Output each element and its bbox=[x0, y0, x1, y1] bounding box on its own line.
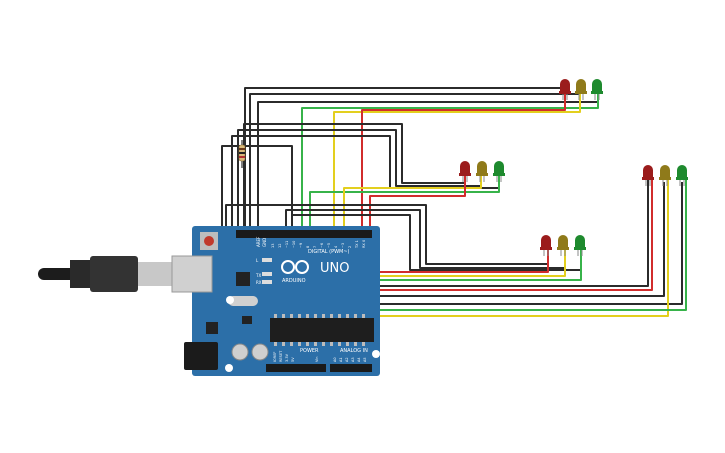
analog-header bbox=[330, 364, 372, 372]
digital-pin-label: ~10 bbox=[292, 241, 296, 248]
rx-label: RX bbox=[256, 280, 262, 285]
tx-label: TX bbox=[255, 273, 261, 278]
wire-black bbox=[243, 123, 466, 236]
led-green bbox=[493, 161, 505, 182]
wire-black bbox=[380, 180, 649, 287]
led-green bbox=[676, 165, 688, 186]
gnd-label: GND bbox=[262, 238, 267, 247]
analog-pin-label: A0 bbox=[333, 357, 337, 362]
digital-pin-label: 7 bbox=[313, 246, 317, 248]
ioref-label: IOREF bbox=[273, 352, 277, 362]
digital-pin-label: 8 bbox=[306, 246, 310, 248]
analog-pin-label: A1 bbox=[339, 357, 343, 362]
reset-button bbox=[204, 236, 214, 246]
digital-pin-label: 2 bbox=[348, 246, 352, 248]
digital-pin-label: 13 bbox=[271, 244, 275, 248]
analog-pin-label: A2 bbox=[345, 357, 349, 362]
arduino-board: UNO ARDUINO DIGITAL (PWM~) AREF GND TX R… bbox=[171, 226, 380, 376]
digital-pin-label: 12 bbox=[278, 244, 282, 248]
led-red bbox=[459, 161, 471, 182]
wire-yellow bbox=[343, 175, 482, 236]
board-brand: ARDUINO bbox=[282, 278, 306, 284]
analog-pin-label: A5 bbox=[363, 357, 367, 362]
led-red bbox=[540, 235, 552, 256]
wire-green bbox=[301, 92, 599, 236]
led-yellow bbox=[476, 161, 488, 182]
digital-label: DIGITAL (PWM~) bbox=[308, 249, 350, 255]
arduino-logo bbox=[281, 260, 309, 274]
led-yellow bbox=[557, 235, 569, 256]
analog-pin-label: A3 bbox=[351, 357, 355, 362]
led-yellow bbox=[659, 165, 671, 186]
led-red bbox=[559, 79, 571, 100]
wire-black bbox=[380, 182, 665, 297]
digital-pin-label: ~11 bbox=[285, 241, 289, 248]
microcontroller-chip bbox=[270, 318, 374, 342]
led-yellow bbox=[575, 79, 587, 100]
digital-pin-label: 4 bbox=[334, 245, 338, 248]
led-green bbox=[591, 79, 603, 100]
v5-label: 5V bbox=[291, 357, 295, 362]
analog-pin-label: A4 bbox=[357, 357, 361, 362]
digital-header bbox=[236, 230, 372, 238]
wire-yellow bbox=[333, 92, 581, 236]
led-red bbox=[642, 165, 654, 186]
wire-black bbox=[380, 182, 683, 305]
led-green bbox=[574, 235, 586, 256]
power-header bbox=[266, 364, 326, 372]
wire-red bbox=[353, 236, 549, 273]
resistor bbox=[238, 140, 246, 168]
usb-cable bbox=[38, 256, 194, 292]
digital-pin-label: ~9 bbox=[299, 243, 303, 248]
analog-label: ANALOG IN bbox=[340, 348, 368, 354]
vin-label: Vin bbox=[315, 356, 319, 362]
digital-pin-label: ~5 bbox=[327, 243, 331, 248]
reset-label: RESET bbox=[279, 350, 283, 362]
digital-pin-label: ~3 bbox=[341, 243, 345, 248]
leds bbox=[459, 79, 688, 256]
digital-pin-label: TX 1 bbox=[355, 240, 359, 249]
aref-label: AREF bbox=[256, 236, 261, 247]
digital-pin-label: RX 0 bbox=[362, 240, 366, 248]
l-label: L bbox=[256, 258, 259, 263]
wire-red bbox=[361, 92, 566, 236]
power-label: POWER bbox=[300, 348, 319, 354]
digital-pin-label: ~6 bbox=[320, 243, 324, 248]
v33-label: 3.3V bbox=[285, 353, 289, 362]
board-model: UNO bbox=[320, 261, 349, 276]
